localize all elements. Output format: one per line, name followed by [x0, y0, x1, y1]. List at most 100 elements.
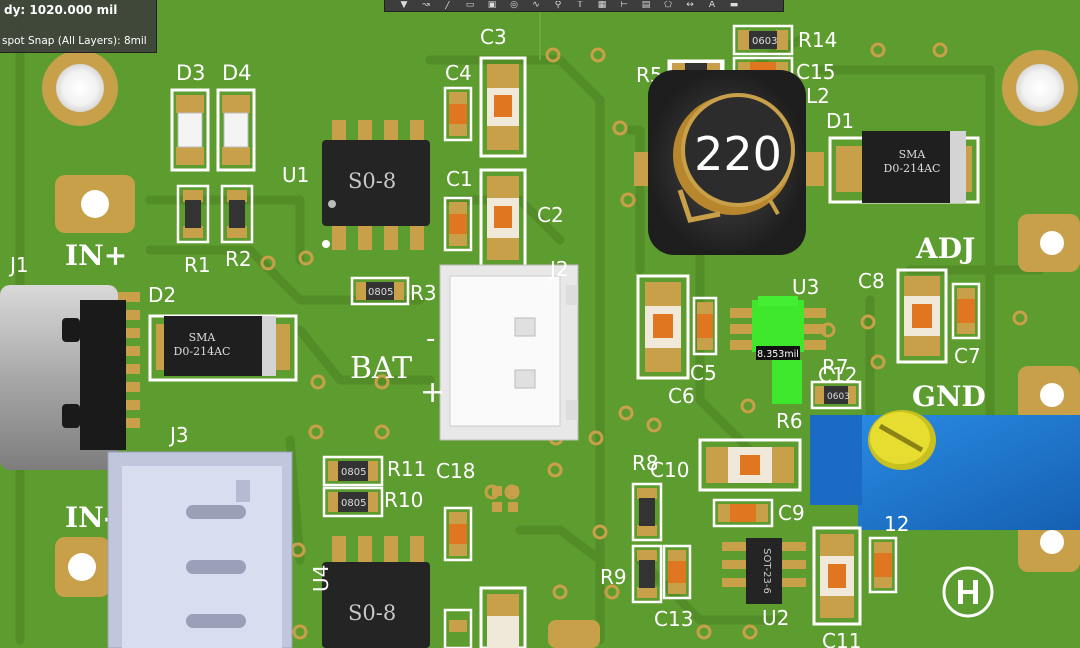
oshw-logo [942, 566, 994, 618]
silk-u1: U1 [282, 163, 309, 187]
comment-icon[interactable]: ▬ [729, 0, 739, 10]
text-icon[interactable]: T [577, 0, 583, 10]
resistor-r7 [810, 380, 862, 410]
silk-j1: J1 [8, 253, 29, 277]
silk-minus: - [426, 324, 435, 354]
silk-in-minus: IN- [65, 501, 115, 534]
pad-icon[interactable]: ▦ [597, 0, 607, 10]
cap-right-bottom [868, 536, 898, 594]
cap-c11 [812, 526, 862, 626]
silk-c11: C11 [822, 629, 861, 648]
u2-marking: SOT-23-6 [761, 548, 772, 594]
wire-icon[interactable]: ∿ [532, 0, 540, 10]
silk-c12: C12 [818, 363, 857, 387]
cap-c3 [479, 56, 527, 158]
measure-hud: dy: 1020.000 mil spot Snap (All Layers):… [0, 0, 157, 53]
mounting-holes [42, 50, 1078, 126]
silk-gnd: GND [912, 380, 986, 413]
route-icon[interactable]: ↝ [422, 0, 430, 10]
via [604, 584, 620, 600]
silk-c5: C5 [690, 361, 717, 385]
ic-u4 [322, 536, 430, 648]
line-icon[interactable]: ╱ [445, 0, 451, 10]
via [646, 417, 662, 433]
via [374, 424, 390, 440]
via [742, 624, 758, 640]
via [552, 584, 568, 600]
via-icon[interactable]: ◎ [510, 0, 518, 10]
via [932, 42, 948, 58]
cap-c1 [443, 196, 473, 252]
diode-d2 [148, 314, 298, 382]
r7-marking: 0603 [827, 392, 850, 402]
d2-package: D0-214AC [174, 345, 231, 358]
cap-c7 [951, 282, 981, 340]
silk-c9: C9 [778, 501, 805, 525]
cap-c8 [896, 268, 948, 364]
usb-connector-j1 [0, 285, 140, 470]
connector-j3 [107, 451, 293, 648]
diode-d1 [828, 131, 980, 204]
pin-icon[interactable]: ⚲ [554, 0, 562, 10]
polygon-icon[interactable]: ⬠ [664, 0, 672, 10]
via [310, 374, 326, 390]
silk-u4: U4 [309, 565, 333, 592]
led-d3 [170, 88, 210, 172]
inductor-value: 220 [694, 127, 782, 181]
cap-c9 [712, 498, 774, 528]
silk-c1: C1 [446, 167, 473, 191]
silk-c6: C6 [668, 384, 695, 408]
edge-pads-left [55, 175, 600, 648]
measure-value: 8.353mil [757, 349, 799, 360]
resistor-r14 [732, 24, 794, 56]
ruler-icon[interactable]: ⊢ [620, 0, 628, 10]
resistor-r3 [350, 276, 410, 306]
silk-u3: U3 [792, 275, 819, 299]
thermal-pad [492, 486, 518, 512]
silk-r10: R10 [384, 488, 423, 512]
resistor-r11 [322, 455, 384, 487]
cap-c13 [662, 544, 692, 600]
silk-r2: R2 [225, 247, 252, 271]
u1-marking: S0-8 [348, 169, 396, 193]
via [590, 47, 606, 63]
silk-r14: R14 [798, 28, 837, 52]
d1-marking: SMA [899, 148, 927, 161]
d2-marking: SMA [189, 331, 217, 344]
grid-icon[interactable]: ▤ [641, 0, 651, 10]
rect-icon[interactable]: ▭ [465, 0, 475, 10]
place-icon[interactable]: ▣ [487, 0, 497, 10]
resistor-r2 [220, 184, 254, 244]
filter-icon[interactable]: ▼ [400, 0, 408, 10]
ic-u3-highlighted[interactable] [730, 296, 826, 404]
via [618, 405, 634, 421]
resistor-r1 [176, 184, 210, 244]
cap-c5 [692, 296, 718, 356]
silk-r1: R1 [184, 253, 211, 277]
silk-bat: BAT [350, 351, 412, 386]
via [298, 250, 314, 266]
via [696, 624, 712, 640]
connector-j2 [439, 264, 579, 441]
via [592, 524, 608, 540]
dy-readout: dy: 1020.000 mil [4, 3, 118, 17]
via [740, 398, 756, 414]
silk-j2: J2 [548, 257, 569, 281]
text-tool-icon[interactable]: A [708, 0, 716, 10]
via [870, 42, 886, 58]
silk-adj: ADJ [915, 232, 975, 265]
silk-c13: C13 [654, 607, 693, 631]
silk-r8: R8 [632, 451, 659, 475]
snap-readout: spot Snap (All Layers): 8mil [2, 35, 147, 47]
resistor-r9 [631, 544, 663, 604]
via [860, 314, 876, 330]
r3-marking: 0805 [368, 287, 393, 298]
cap-c6 [636, 274, 690, 380]
dimension-icon[interactable]: ↔ [686, 0, 694, 10]
ic-u1 [322, 120, 430, 250]
via [870, 354, 886, 370]
potentiometer[interactable] [810, 410, 1080, 530]
via [1012, 310, 1028, 326]
